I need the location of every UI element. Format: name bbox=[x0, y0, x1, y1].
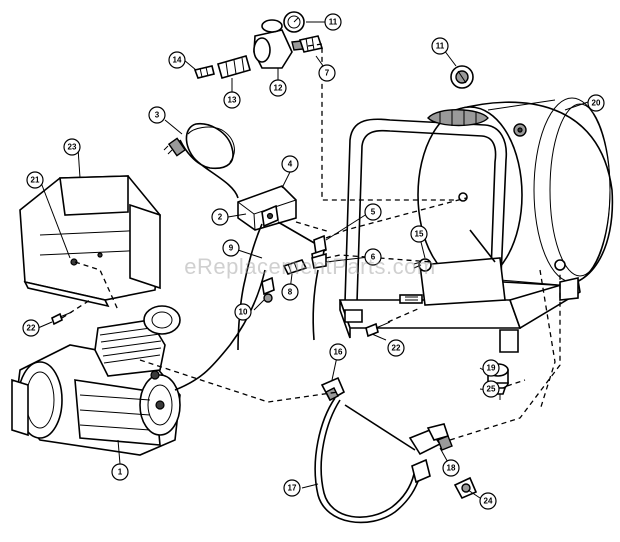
callout-3: 3 bbox=[148, 106, 166, 124]
air-tank bbox=[417, 97, 614, 287]
assembly-lines bbox=[61, 43, 561, 441]
callout-label: 17 bbox=[288, 484, 297, 493]
callout-label: 15 bbox=[415, 230, 424, 239]
compressor-pump bbox=[11, 269, 266, 456]
callout-13: 13 bbox=[223, 91, 241, 109]
callout-label: 25 bbox=[487, 385, 496, 394]
callout-label: 16 bbox=[334, 348, 343, 357]
callout-19: 19 bbox=[482, 359, 500, 377]
callout-label: 19 bbox=[487, 364, 496, 373]
callout-11-left: 11 bbox=[324, 13, 342, 31]
callout-label: 8 bbox=[288, 288, 293, 297]
callout-18: 18 bbox=[442, 459, 460, 477]
callout-1: 1 bbox=[111, 463, 129, 481]
pressure-gauge bbox=[450, 65, 474, 89]
callout-label: 14 bbox=[173, 56, 182, 65]
callout-22-left: 22 bbox=[22, 319, 40, 337]
callout-label: 3 bbox=[155, 111, 160, 120]
callout-23: 23 bbox=[63, 138, 81, 156]
callout-label: 7 bbox=[325, 69, 330, 78]
fittings bbox=[261, 234, 327, 341]
callout-8: 8 bbox=[281, 283, 299, 301]
callout-16: 16 bbox=[329, 343, 347, 361]
callout-4: 4 bbox=[281, 155, 299, 173]
callout-label: 12 bbox=[274, 84, 283, 93]
discharge-tube bbox=[314, 376, 478, 524]
callout-6: 6 bbox=[364, 248, 382, 266]
callout-label: 13 bbox=[228, 96, 237, 105]
power-cord bbox=[163, 123, 239, 199]
callout-label: 21 bbox=[31, 176, 40, 185]
callout-9: 9 bbox=[222, 239, 240, 257]
belt-guard bbox=[19, 175, 161, 308]
callout-10: 10 bbox=[234, 303, 252, 321]
callout-25: 25 bbox=[482, 380, 500, 398]
callout-label: 6 bbox=[371, 253, 376, 262]
callout-17: 17 bbox=[283, 479, 301, 497]
callout-22-right: 22 bbox=[387, 339, 405, 357]
callout-label: 24 bbox=[484, 497, 493, 506]
callout-7: 7 bbox=[318, 64, 336, 82]
callout-label: 20 bbox=[592, 99, 601, 108]
callout-20: 20 bbox=[587, 94, 605, 112]
callout-21: 21 bbox=[26, 171, 44, 189]
callout-label: 11 bbox=[436, 42, 445, 51]
callout-5: 5 bbox=[364, 203, 382, 221]
callout-label: 4 bbox=[288, 160, 293, 169]
callout-label: 1 bbox=[118, 468, 123, 477]
screw-22-right bbox=[365, 321, 391, 338]
callout-label: 18 bbox=[447, 464, 456, 473]
callout-12: 12 bbox=[269, 79, 287, 97]
frame-cart bbox=[338, 109, 581, 353]
regulator-assembly bbox=[193, 11, 324, 79]
callout-label: 23 bbox=[68, 143, 77, 152]
callout-2: 2 bbox=[211, 208, 229, 226]
callout-14: 14 bbox=[168, 51, 186, 69]
callout-label: 2 bbox=[218, 213, 223, 222]
callout-label: 10 bbox=[239, 308, 248, 317]
motor bbox=[237, 185, 317, 351]
callout-11-right: 11 bbox=[431, 37, 449, 55]
callout-label: 22 bbox=[27, 324, 36, 333]
callout-15: 15 bbox=[410, 225, 428, 243]
callout-label: 11 bbox=[329, 18, 338, 27]
callout-label: 5 bbox=[371, 208, 376, 217]
callout-label: 22 bbox=[392, 344, 401, 353]
callout-label: 9 bbox=[229, 244, 234, 253]
callout-24: 24 bbox=[479, 492, 497, 510]
